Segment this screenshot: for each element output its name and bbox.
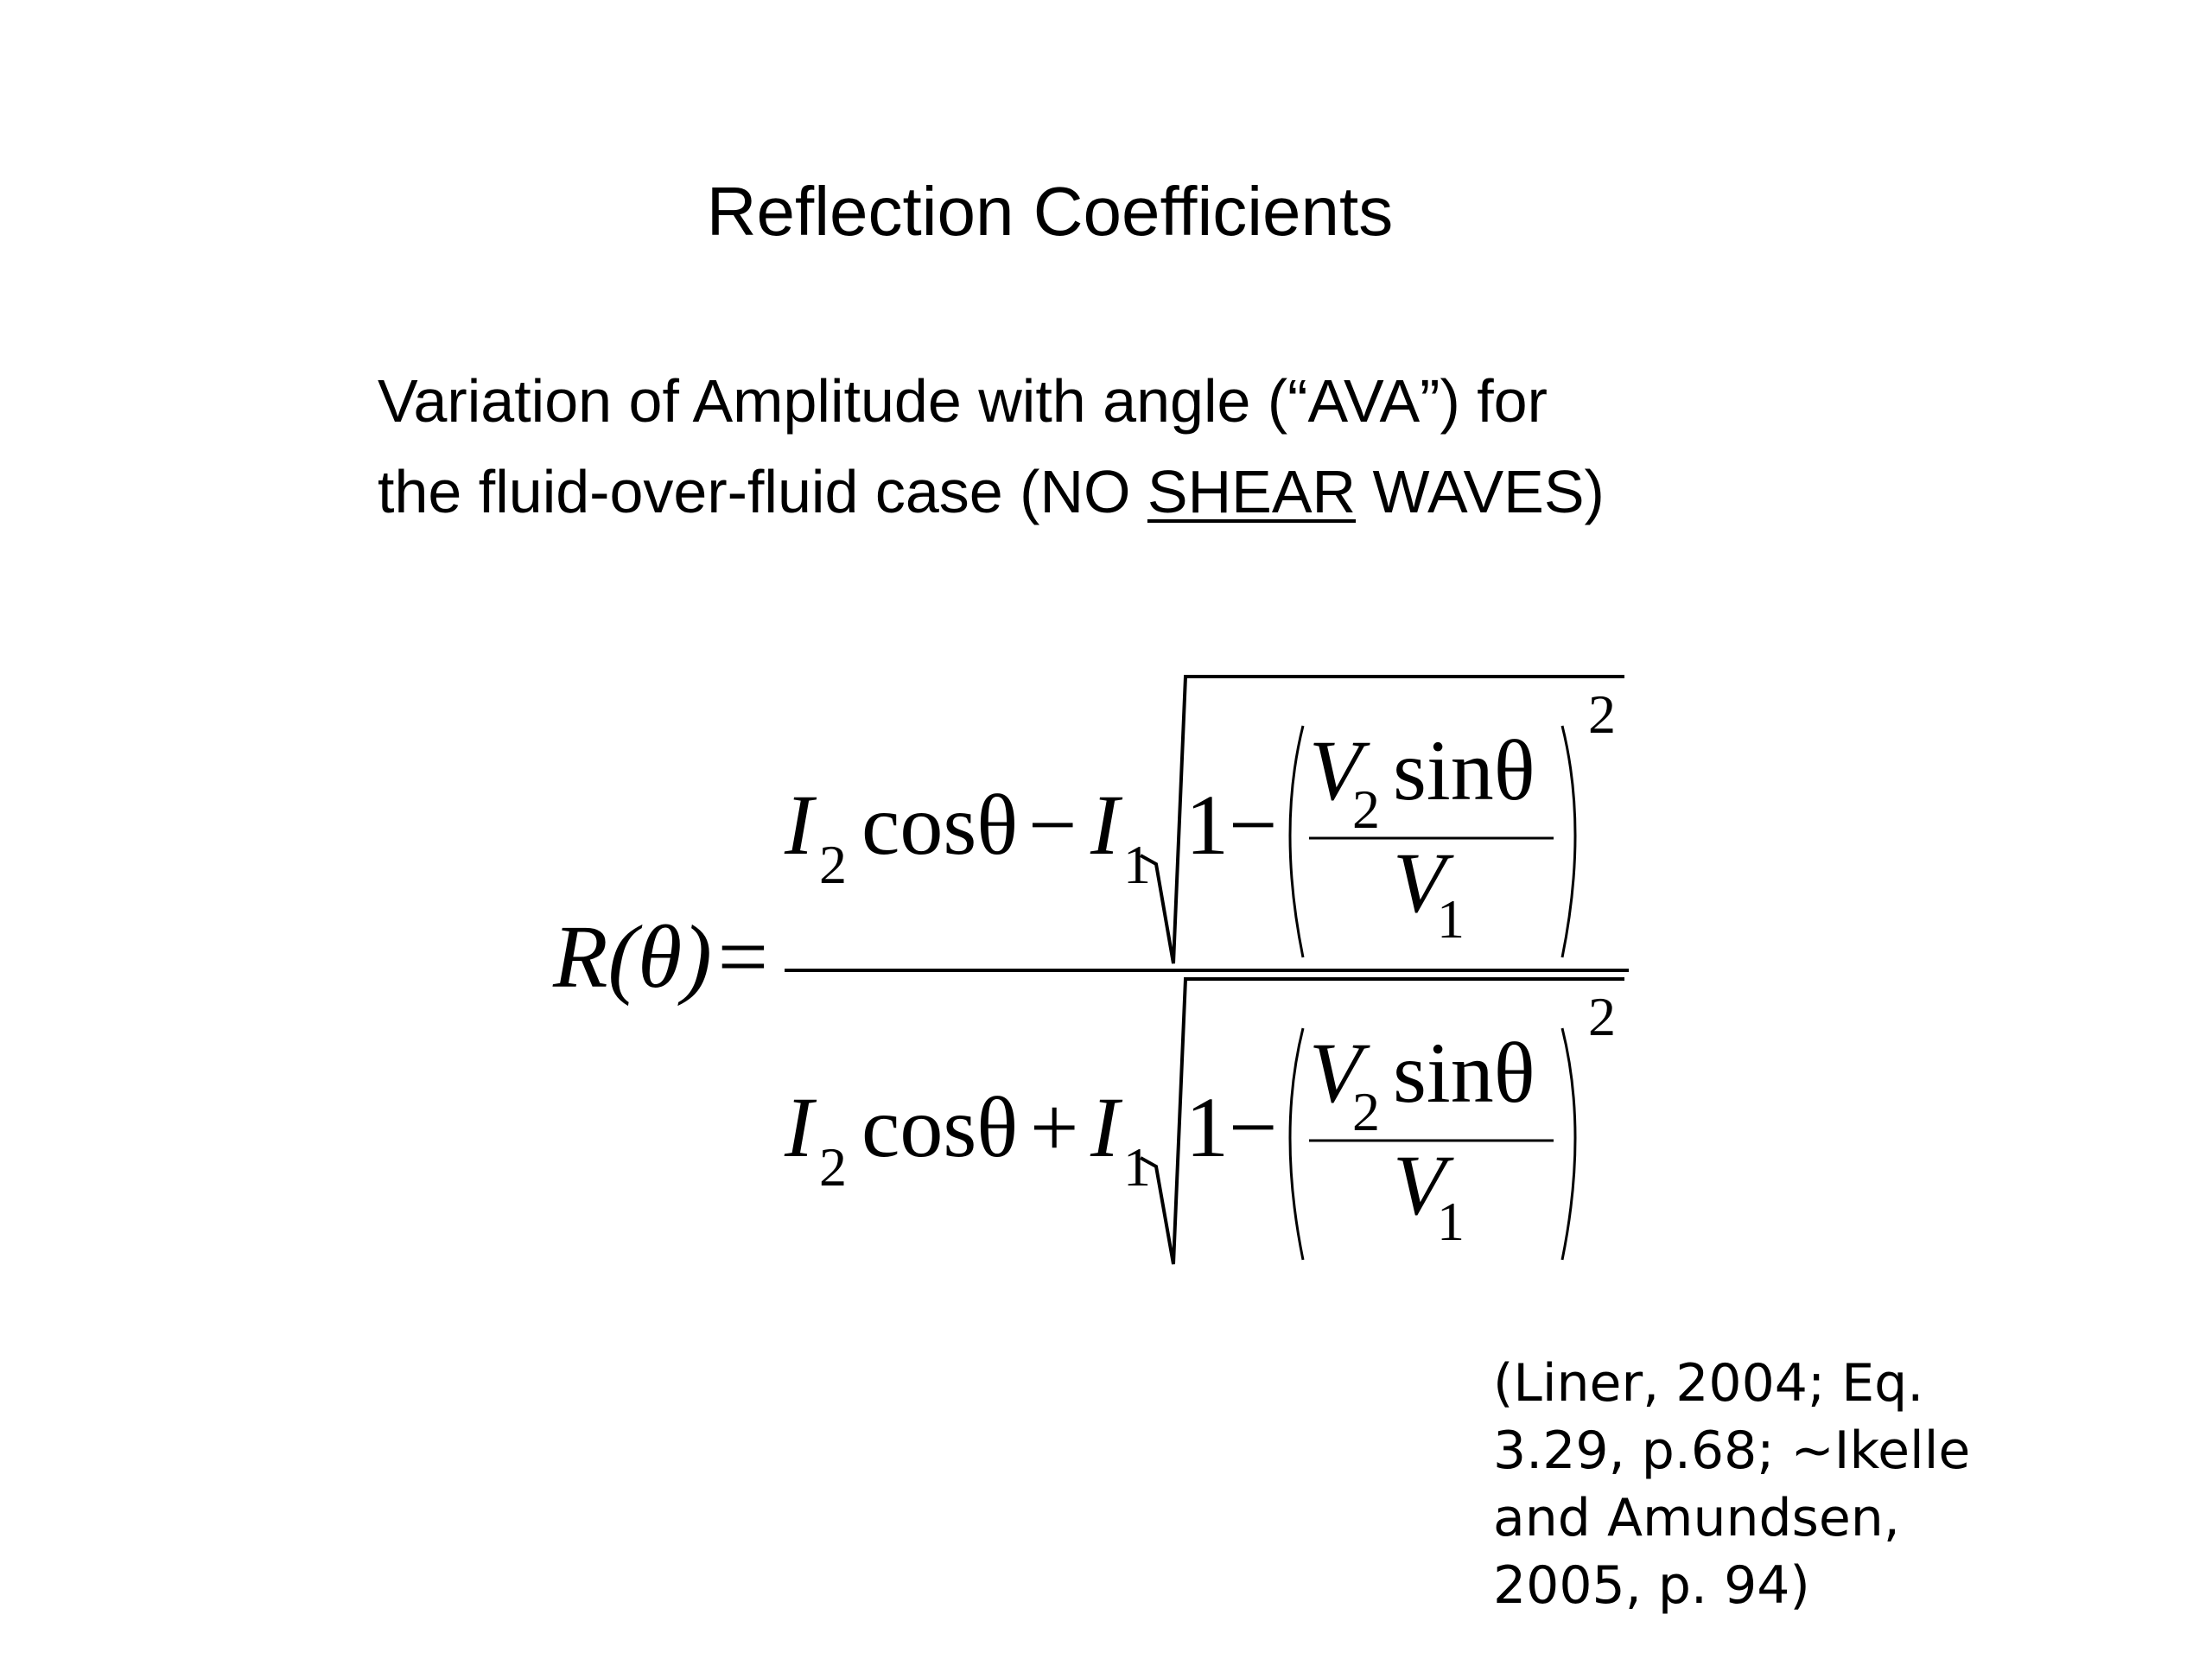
numerator-minus: − [1028,777,1077,873]
underlined-shear: SHEAR [1147,458,1357,525]
numerator-inner-v2: V [1309,722,1370,818]
denominator-i2-subscript: 2 [819,1136,847,1198]
numerator-i2-subscript: 2 [819,834,847,895]
citation-line-3: and Amundsen, [1493,1488,1900,1548]
numerator-right-paren [1560,725,1577,958]
slide-title: Reflection Coefficients [706,173,1394,250]
slide-body-text: Variation of Amplitude with angle (“AVA”… [378,356,1847,537]
body-line-2-end: WAVES) [1356,458,1605,525]
numerator-radical [1140,675,1624,964]
denominator-inner-v2-subscript: 2 [1352,1081,1380,1142]
numerator-inner-v2-subscript: 2 [1352,779,1380,840]
body-line-2: the fluid-over-fluid case (NO SHEAR WAVE… [378,447,1847,537]
citation: (Liner, 2004; Eq. 3.29, p.68; ~Ikelle an… [1493,1350,2184,1619]
numerator-i2: I [784,777,817,873]
denominator-right-paren [1560,1027,1577,1261]
denominator-inner-v1: V [1393,1137,1454,1233]
denominator-i1: I [1090,1079,1123,1175]
numerator-cos: cosθ [861,777,1018,873]
numerator-one-minus: 1− [1185,777,1277,873]
denominator-left-paren [1288,1027,1305,1261]
body-line-1: Variation of Amplitude with angle (“AVA”… [378,367,1548,435]
denominator-inner-sin: sinθ [1393,1025,1535,1121]
denominator-inner-v1-subscript: 1 [1437,1191,1465,1252]
numerator-left-paren [1288,725,1305,958]
denominator-cos: cosθ [861,1079,1018,1175]
numerator-inner-sin: sinθ [1393,722,1535,818]
denominator-plus: + [1030,1079,1078,1175]
numerator-i1-subscript: 1 [1123,834,1151,895]
citation-line-2: 3.29, p.68; ~Ikelle [1493,1421,1971,1481]
denominator-one-minus: 1− [1185,1079,1277,1175]
citation-line-4: 2005, p. 94) [1493,1555,1810,1616]
body-line-2-start: the fluid-over-fluid case (NO [378,458,1147,525]
numerator-inner-v1: V [1393,835,1454,931]
numerator-exponent: 2 [1588,683,1616,745]
denominator-inner-v2: V [1309,1025,1370,1121]
numerator-i1: I [1090,777,1123,873]
citation-line-1: (Liner, 2004; Eq. [1493,1353,1924,1414]
denominator-i1-subscript: 1 [1123,1136,1151,1198]
numerator-inner-v1-subscript: 1 [1437,888,1465,950]
equation-lhs: R(θ)= [552,907,772,1007]
numerator: I 2 cosθ − I 1 1− V 2 sinθ V 1 2 [784,675,1624,964]
denominator-radical [1140,977,1624,1265]
denominator: I 2 cosθ + I 1 1− V 2 sinθ V 1 2 [784,977,1624,1265]
denominator-exponent: 2 [1588,986,1616,1047]
denominator-i2: I [784,1079,817,1175]
